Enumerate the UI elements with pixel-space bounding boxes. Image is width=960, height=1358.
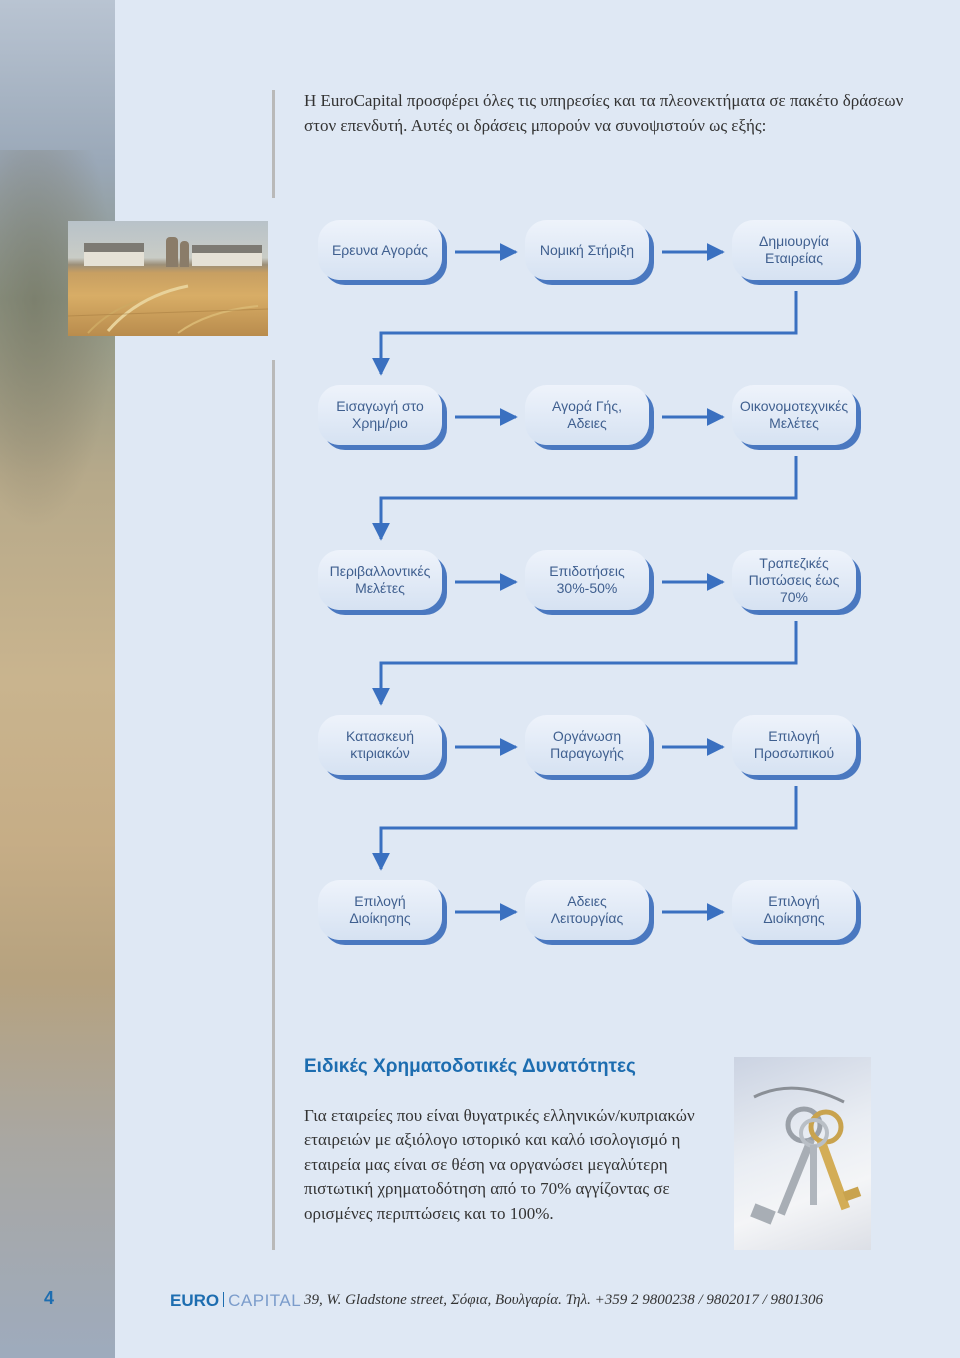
wheat-field-photo: [68, 221, 268, 336]
step-feasibility-studies: Οικονομοτεχνικές Μελέτες: [732, 385, 856, 445]
step-market-entry: Εισαγωγή στο Χρημ/ριο: [318, 385, 442, 445]
step-legal-support: Νομική Στήριξη: [525, 220, 649, 280]
step-bank-credit: Τραπεζικές Πιστώσεις έως 70%: [732, 550, 856, 610]
step-company-creation: Δημιουργία Εταιρείας: [732, 220, 856, 280]
step-market-research: Ερευνα Αγοράς: [318, 220, 442, 280]
keys-photo: [734, 1057, 871, 1250]
flowchart-rule: [272, 360, 275, 1250]
step-production-organization: Οργάνωση Παραγωγής: [525, 715, 649, 775]
page-number: 4: [44, 1288, 55, 1308]
step-management-selection: Επιλογή Διοίκησης: [318, 880, 442, 940]
footer-address: 39, W. Gladstone street, Σόφια, Βουλγαρί…: [304, 1292, 824, 1308]
step-environmental-studies: Περιβαλλοντικές Μελέτες: [318, 550, 442, 610]
step-management-selection-2: Επιλογή Διοίκησης: [732, 880, 856, 940]
step-building-construction: Κατασκευή κτιριακών: [318, 715, 442, 775]
step-staff-selection: Επιλογή Προσωπικού: [732, 715, 856, 775]
step-operating-licenses: Αδειες Λειτουργίας: [525, 880, 649, 940]
special-financing-body: Για εταιρείες που είναι θυγατρικές ελλην…: [304, 1106, 695, 1223]
step-land-purchase: Αγορά Γής, Αδειες: [525, 385, 649, 445]
special-financing-heading: Ειδικές Χρηματοδοτικές Δυνατότητες: [304, 1056, 636, 1077]
intro-text: Η EuroCapital προσφέρει όλες τις υπηρεσί…: [304, 91, 904, 135]
intro-rule: [272, 90, 275, 198]
step-subsidies: Επιδοτήσεις 30%-50%: [525, 550, 649, 610]
